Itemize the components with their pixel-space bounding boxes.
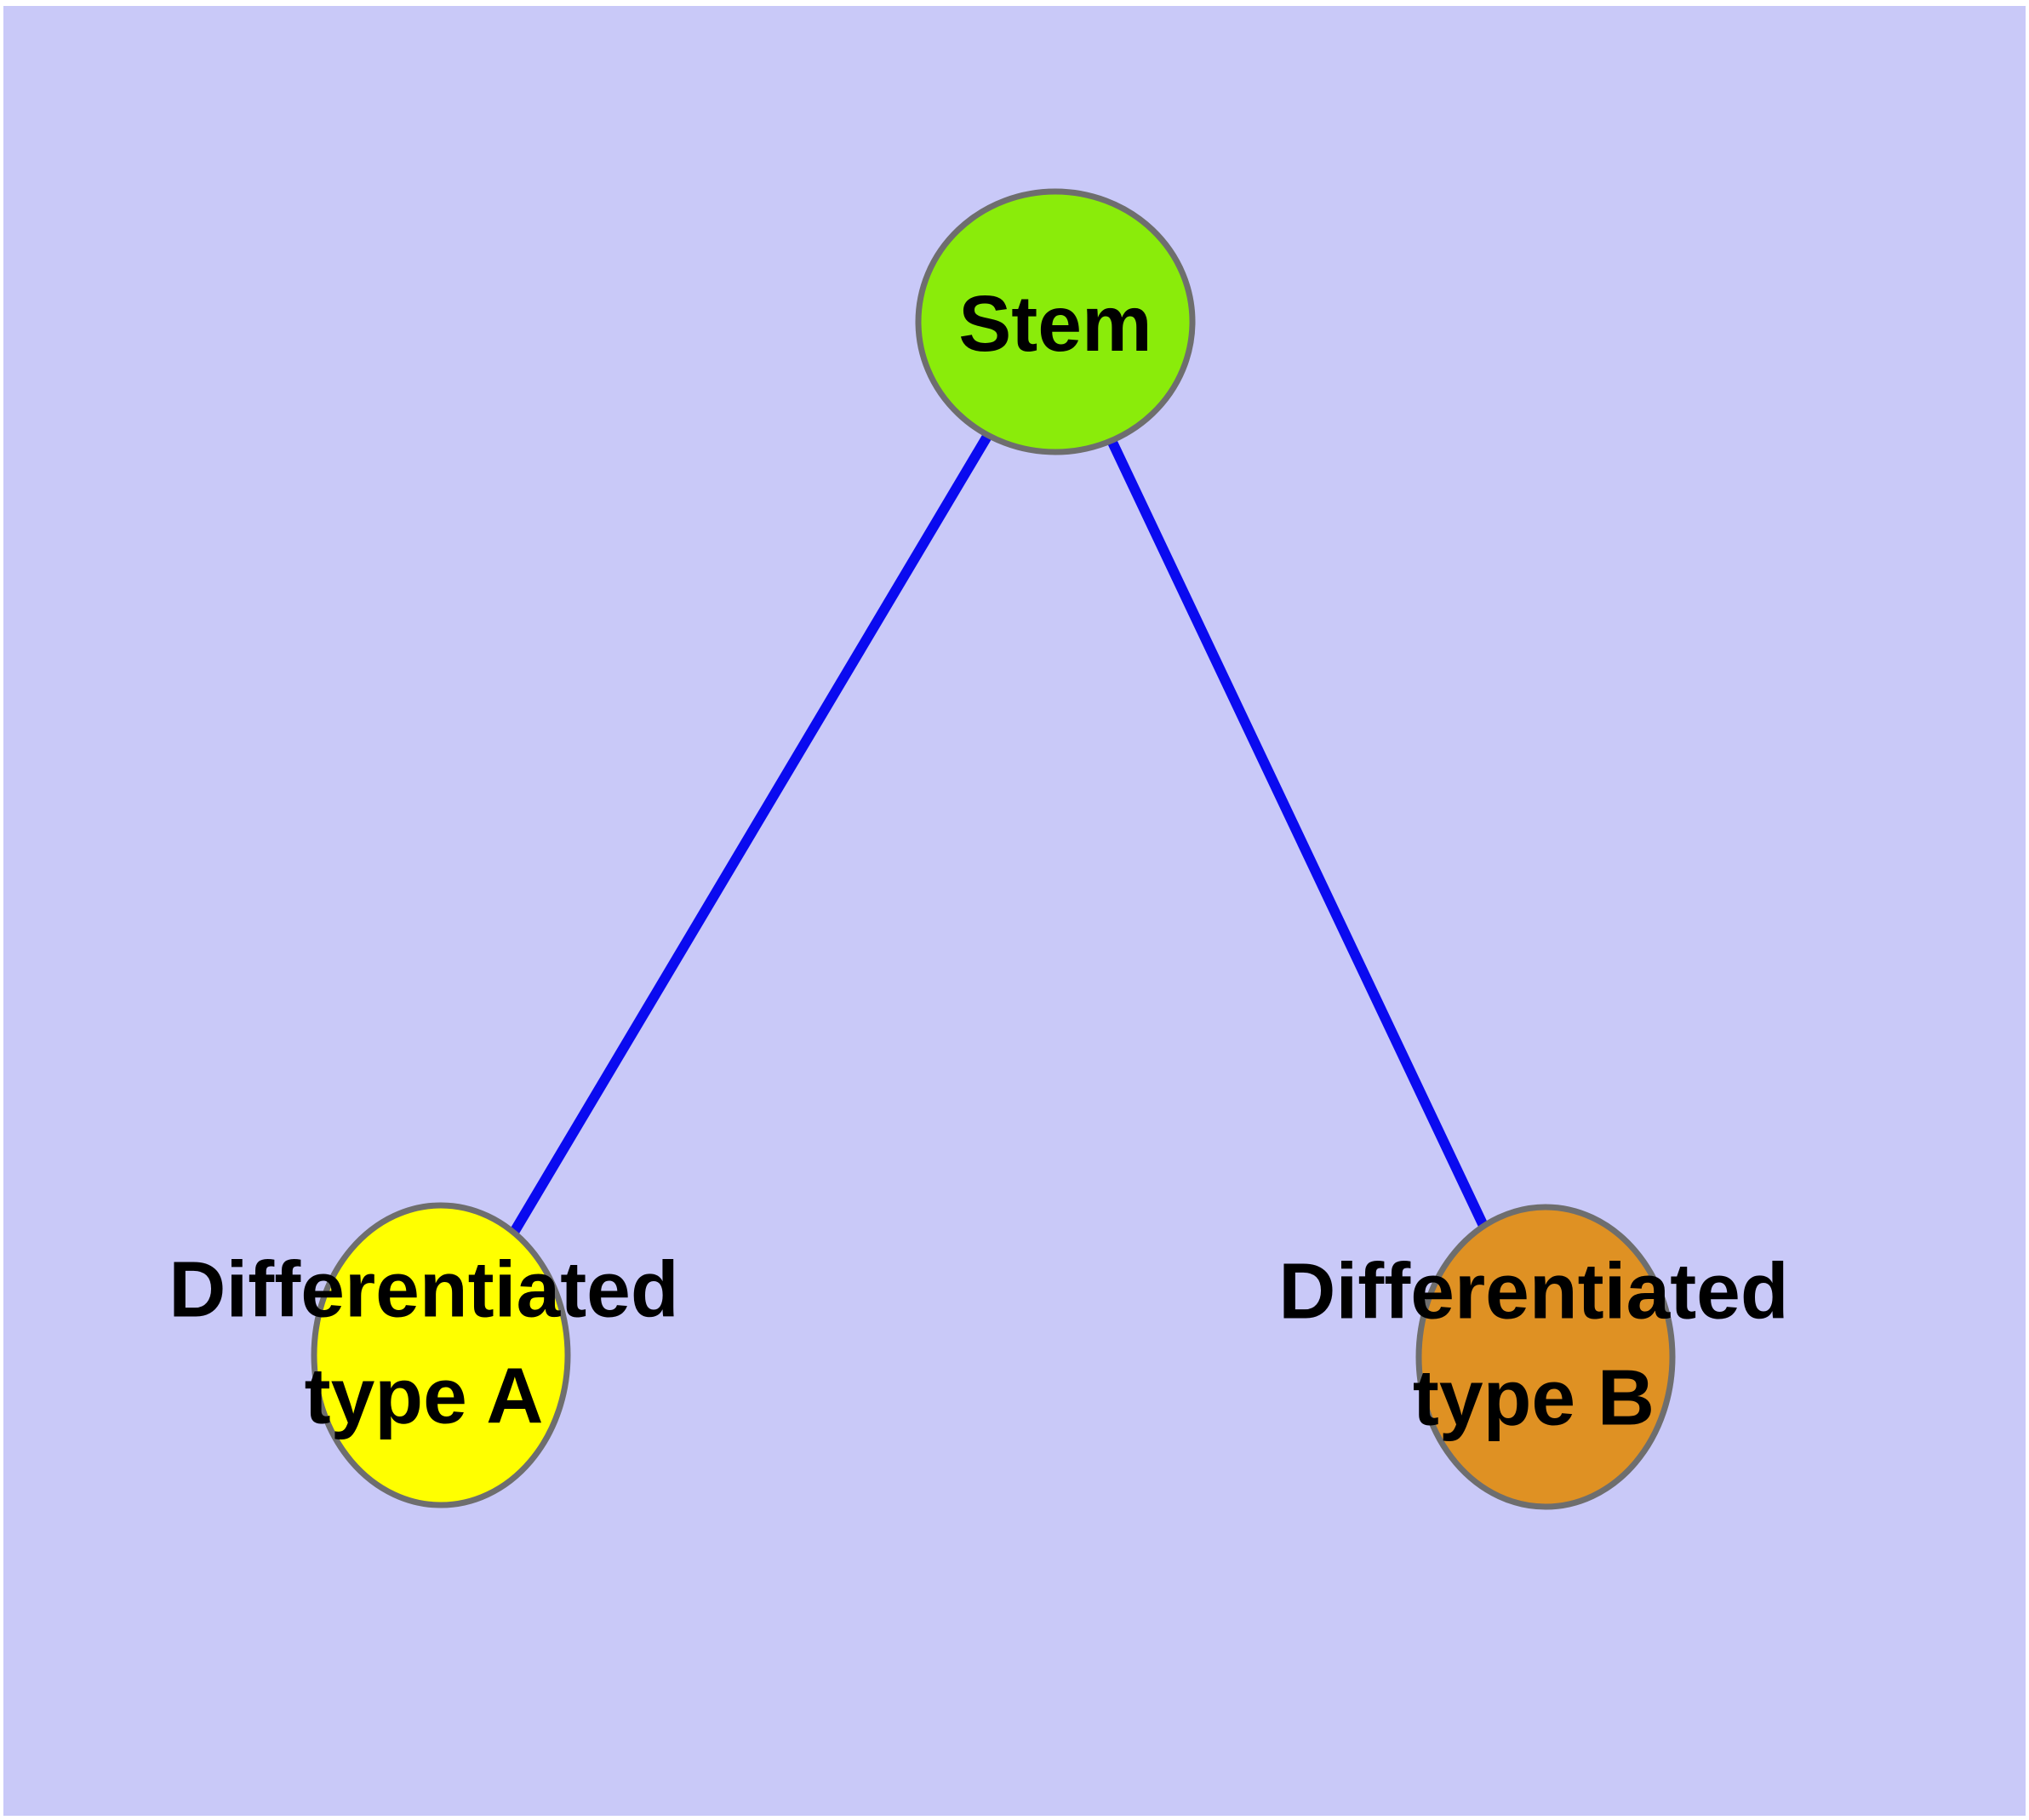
node-label-line: type A [305, 1352, 544, 1440]
graph-node-type-b [1415, 1204, 1676, 1510]
edge-stem-type-b [1050, 319, 1551, 1359]
edges-layer [436, 318, 1551, 1359]
node-label-line: type B [1413, 1354, 1655, 1442]
node-label-stem: Stem [958, 279, 1152, 368]
node-label-line: Stem [958, 279, 1152, 368]
nodes-layer [311, 188, 1676, 1510]
graph-node-type-a [311, 1202, 571, 1508]
node-label-type-b: Differentiated type B [1278, 1247, 1788, 1442]
node-label-line: Differentiated [169, 1245, 678, 1334]
graph-node-stem [915, 188, 1196, 455]
node-label-line: Differentiated [1278, 1247, 1788, 1336]
node-label-type-a: Differentiated type A [169, 1245, 678, 1440]
edge-stem-type-a [436, 318, 1060, 1359]
